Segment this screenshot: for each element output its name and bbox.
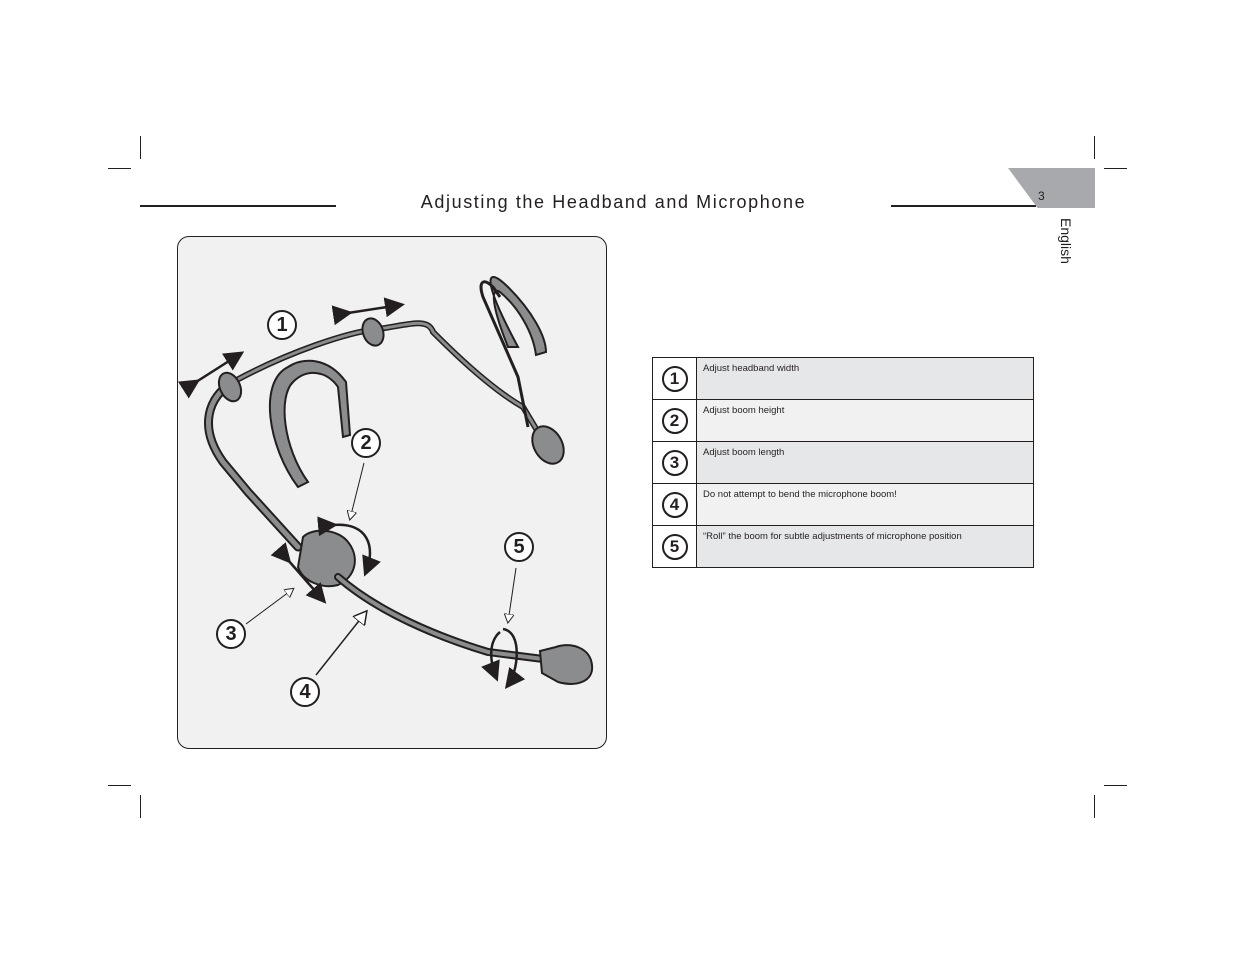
step-text: “Roll” the boom for subtle adjustments o… <box>696 525 1034 568</box>
crop-mark <box>108 785 131 786</box>
step-text: Adjust headband width <box>696 357 1034 400</box>
callout-4: 4 <box>290 677 320 707</box>
table-row: 1 Adjust headband width <box>652 357 1034 400</box>
step-number: 1 <box>661 365 688 392</box>
step-number: 3 <box>661 449 688 476</box>
step-text: Adjust boom height <box>696 399 1034 442</box>
adjustment-steps-table: 1 Adjust headband width 2 Adjust boom he… <box>652 357 1034 568</box>
callout-5: 5 <box>504 532 534 562</box>
crop-mark <box>1094 136 1095 159</box>
crop-mark <box>140 136 141 159</box>
headset-illustration: 1 2 3 4 5 <box>177 236 607 749</box>
header-rule-left <box>140 205 336 207</box>
page-title: Adjusting the Headband and Microphone <box>420 192 807 212</box>
crop-mark <box>1104 785 1127 786</box>
table-row: 3 Adjust boom length <box>652 441 1034 484</box>
crop-mark <box>140 795 141 818</box>
crop-mark <box>108 168 131 169</box>
step-number: 5 <box>661 533 688 560</box>
crop-mark <box>1104 168 1127 169</box>
table-row: 4 Do not attempt to bend the microphone … <box>652 483 1034 526</box>
crop-mark <box>1094 795 1095 818</box>
step-number: 4 <box>661 491 688 518</box>
callout-3: 3 <box>216 619 246 649</box>
step-text: Adjust boom length <box>696 441 1034 484</box>
page-number: 3 <box>1038 189 1045 203</box>
headset-drawing <box>178 276 594 689</box>
header-rule-right <box>891 205 1036 207</box>
page-tab <box>1008 168 1095 208</box>
language-label: English <box>1058 218 1074 264</box>
table-row: 2 Adjust boom height <box>652 399 1034 442</box>
table-row: 5 “Roll” the boom for subtle adjustments… <box>652 525 1034 568</box>
step-number: 2 <box>661 407 688 434</box>
callout-2: 2 <box>351 428 381 458</box>
callout-1: 1 <box>267 310 297 340</box>
step-text: Do not attempt to bend the microphone bo… <box>696 483 1034 526</box>
